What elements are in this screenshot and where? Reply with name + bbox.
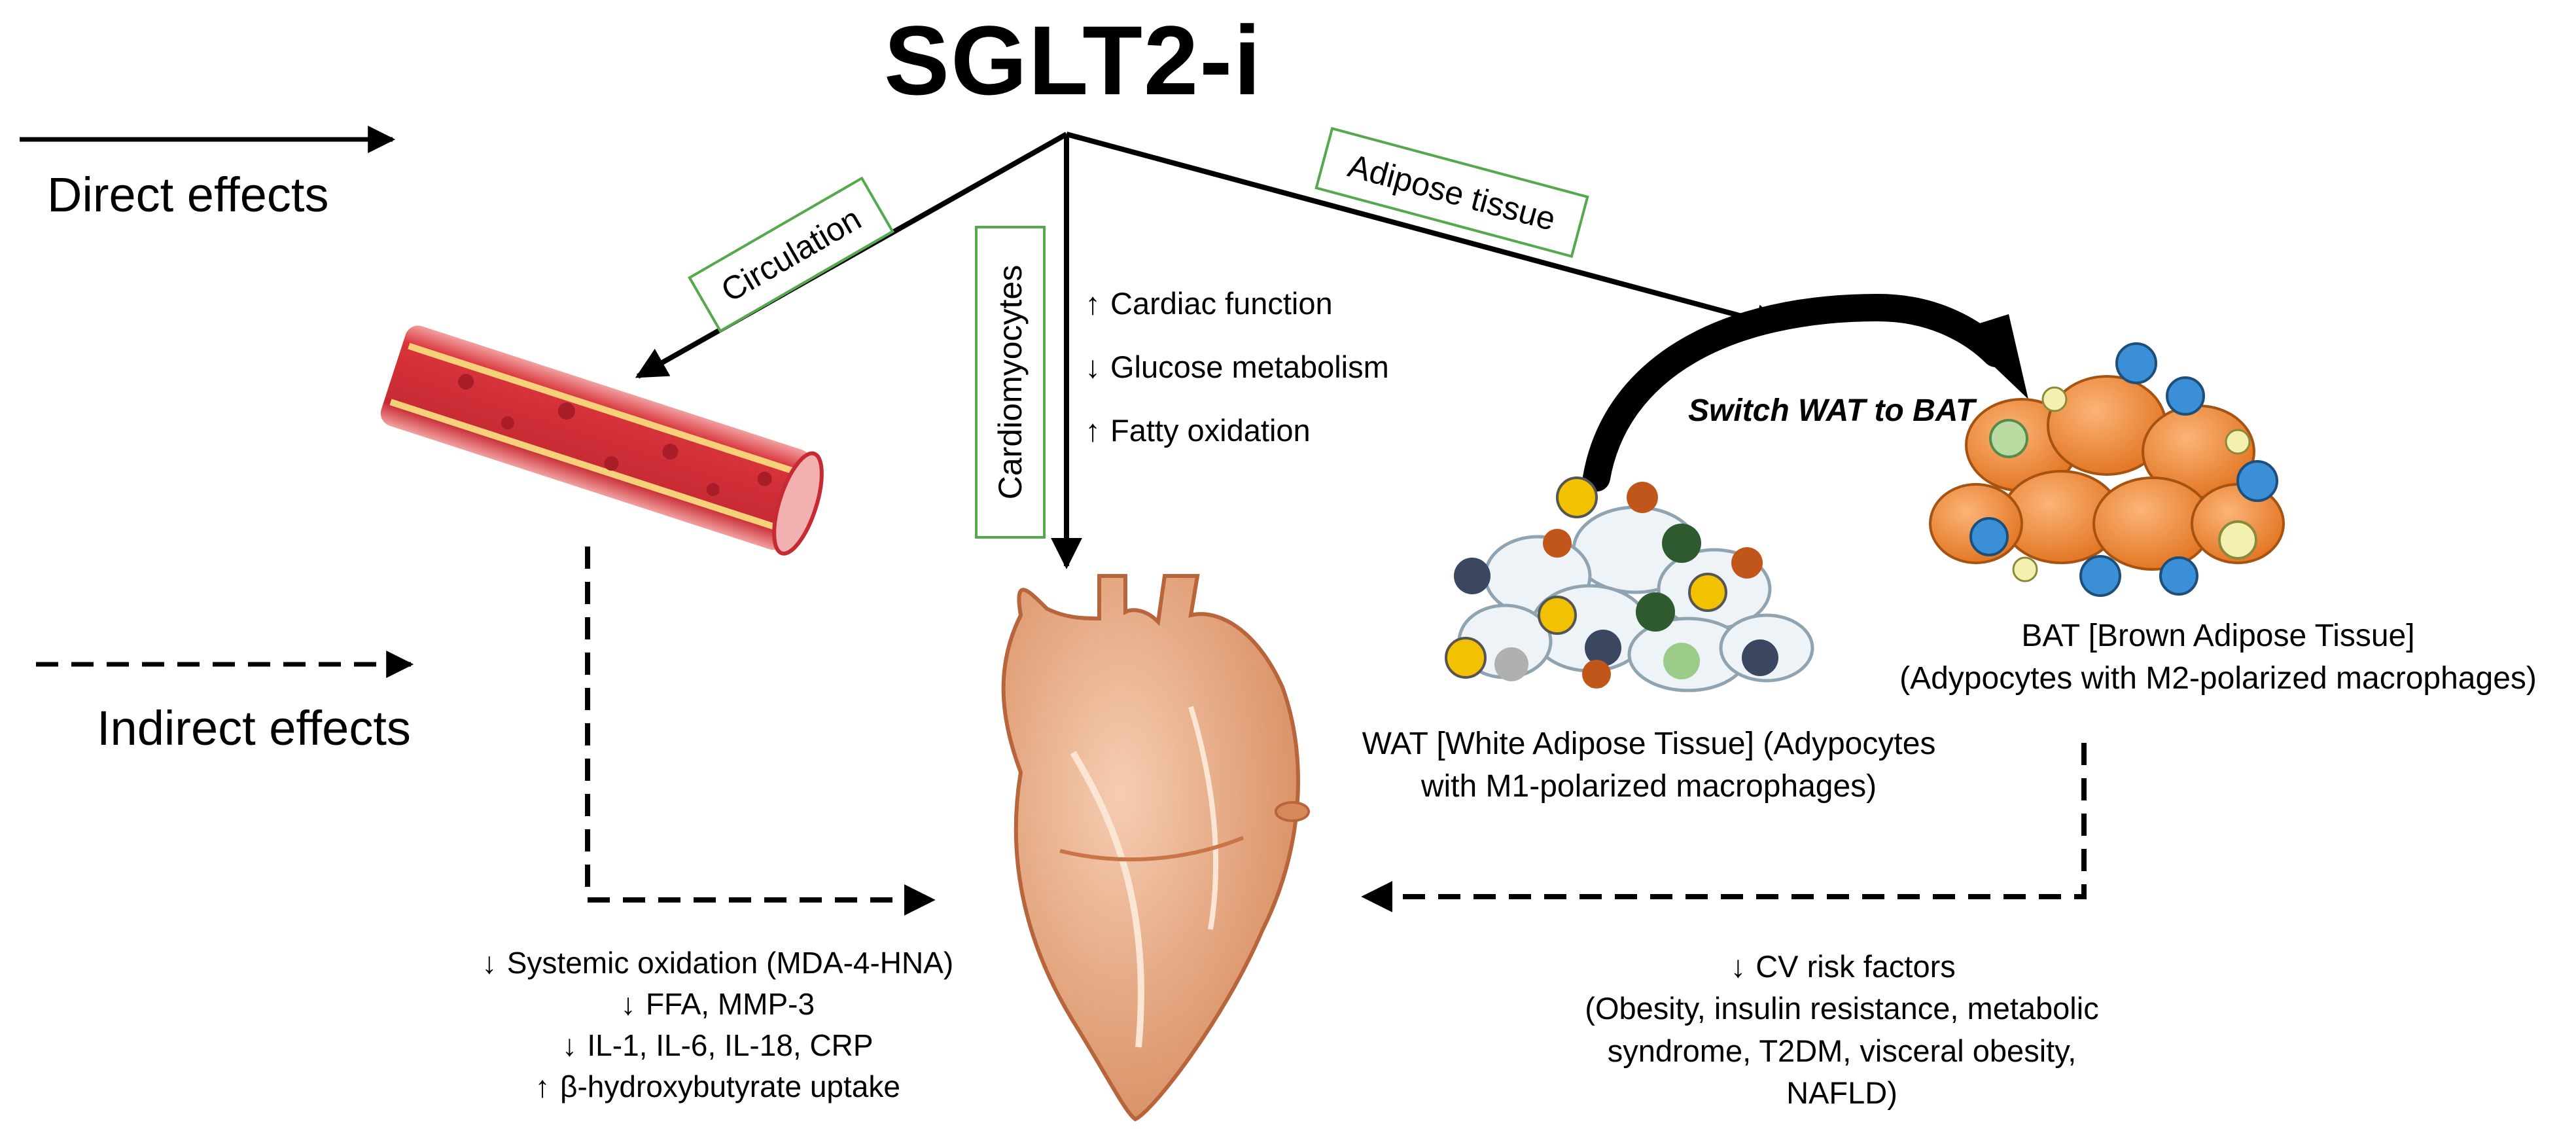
switch-wat-to-bat-label: Switch WAT to BAT: [1688, 393, 1975, 428]
diagram-title: SGLT2-i: [884, 5, 1262, 115]
bat-caption: BAT [Brown Adipose Tissue] (Adypocytes w…: [1899, 618, 2537, 696]
circulation-effect-item: ↓Systemic oxidation (MDA-4-HNA): [438, 942, 995, 984]
arrow-down-icon: ↓: [482, 946, 497, 980]
wat-caption: WAT [White Adipose Tissue] (Adypocytes w…: [1362, 726, 1936, 804]
circulation-effect-item: ↑β-hydroxybutyrate uptake: [438, 1066, 995, 1107]
legend-indirect-label: Indirect effects: [97, 701, 411, 755]
arrow-down-icon: ↓: [561, 1028, 577, 1063]
arrow-down-icon: ↓: [1730, 949, 1746, 984]
circulation-effect-item: ↓IL-1, IL-6, IL-18, CRP: [438, 1025, 995, 1066]
arrow-up-icon: ↑: [1085, 286, 1101, 321]
wat-cluster-icon: [1445, 476, 1814, 692]
circulation-effects-list: ↓Systemic oxidation (MDA-4-HNA) ↓FFA, MM…: [438, 942, 995, 1107]
switch-wat-to-bat-arrow: [1583, 293, 2009, 492]
heart-icon: [1001, 574, 1310, 1122]
cardiac-effect-item: ↑ Cardiac function: [1083, 272, 1389, 335]
circulation-effect-item: ↓FFA, MMP-3: [438, 984, 995, 1025]
cv-risk-effects: ↓CV risk factors (Obesity, insulin resis…: [1498, 946, 2185, 1115]
cardiomyocytes-label: Cardiomyocytes: [992, 264, 1029, 500]
indirect-arrow-vessel-to-heart: [585, 547, 936, 916]
cardiac-effect-item: ↑ Fatty oxidation: [1083, 399, 1389, 462]
cardiac-effects-list: ↑ Cardiac function ↓ Glucose metabolism …: [1083, 272, 1389, 462]
legend-direct-label: Direct effects: [47, 168, 329, 222]
arrow-down-icon: ↓: [620, 987, 636, 1022]
switch-arrow-head: [1956, 314, 2028, 399]
arrow-to-adipose: [1065, 132, 1786, 335]
cardiomyocytes-box: Cardiomyocytes: [975, 226, 1046, 539]
arrow-down-icon: ↓: [1085, 349, 1101, 384]
blood-vessel-icon: [380, 325, 824, 556]
cv-risk-heading: ↓CV risk factors: [1498, 946, 2185, 988]
arrow-up-icon: ↑: [1085, 413, 1101, 448]
bat-cluster-icon: [1929, 342, 2285, 597]
arrow-up-icon: ↑: [535, 1069, 550, 1104]
indirect-arrow-adipose-to-heart: [1361, 743, 2087, 912]
cardiac-effect-item: ↓ Glucose metabolism: [1083, 335, 1389, 399]
